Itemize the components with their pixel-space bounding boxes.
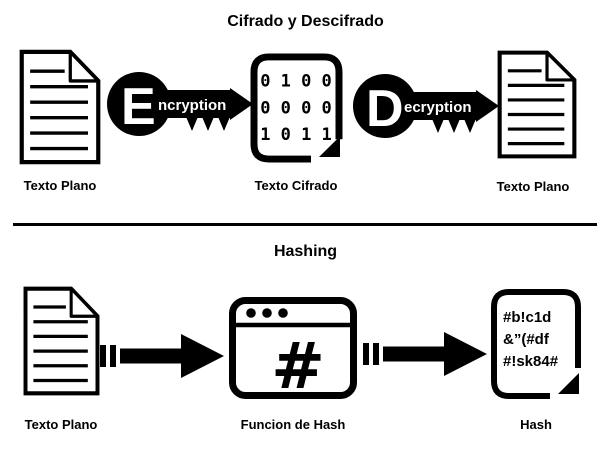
hash-output-line-2: &”(#df bbox=[503, 331, 550, 348]
decryption-key-initial: D bbox=[366, 80, 404, 138]
hash-output-line-1: #b!c1d bbox=[503, 309, 551, 326]
document-text-lines bbox=[33, 305, 88, 383]
hash-function-icon: # bbox=[229, 297, 357, 400]
binary-row-2: 0 0 0 0 bbox=[260, 98, 332, 118]
decryption-key-label: ecryption bbox=[404, 99, 472, 116]
ciphertext-document-icon: 0 1 0 0 0 0 0 0 1 0 1 1 bbox=[250, 53, 343, 163]
folded-corner bbox=[558, 373, 579, 394]
encryption-key-initial: E bbox=[121, 78, 156, 136]
document-text-lines bbox=[507, 69, 565, 146]
encryption-section-title: Cifrado y Descifrado bbox=[227, 13, 384, 30]
binary-row-1: 0 1 0 0 bbox=[260, 71, 332, 91]
section-divider bbox=[13, 223, 597, 226]
plaintext-right-label: Texto Plano bbox=[496, 179, 570, 194]
hash-output-document-icon: #b!c1d &”(#df #!sk84# bbox=[491, 289, 581, 399]
folded-corner bbox=[319, 136, 340, 158]
plaintext-document-icon-top-right bbox=[497, 50, 577, 159]
hash-output-line-3: #!sk84# bbox=[503, 353, 559, 370]
ciphertext-label: Texto Cifrado bbox=[254, 178, 338, 193]
window-dots-icon bbox=[246, 308, 288, 318]
document-text-lines bbox=[30, 69, 88, 151]
arrow-right-icon-1 bbox=[100, 334, 224, 378]
arrow-right-icon-2 bbox=[363, 332, 487, 376]
hash-function-label: Funcion de Hash bbox=[240, 417, 346, 432]
plaintext-document-icon-top-left bbox=[19, 49, 101, 165]
binary-row-3: 1 0 1 1 bbox=[260, 124, 332, 144]
plaintext-left-label: Texto Plano bbox=[23, 178, 97, 193]
decryption-key-icon: D ecryption bbox=[353, 74, 499, 138]
encryption-key-label: ncryption bbox=[158, 97, 226, 114]
plaintext-document-icon-bottom bbox=[23, 286, 100, 396]
hash-symbol: # bbox=[271, 330, 325, 400]
encryption-key-icon: E ncryption bbox=[107, 72, 253, 136]
hashing-section-title: Hashing bbox=[273, 243, 338, 260]
plaintext-bottom-label: Texto Plano bbox=[24, 417, 98, 432]
hash-output-label: Hash bbox=[520, 417, 552, 432]
